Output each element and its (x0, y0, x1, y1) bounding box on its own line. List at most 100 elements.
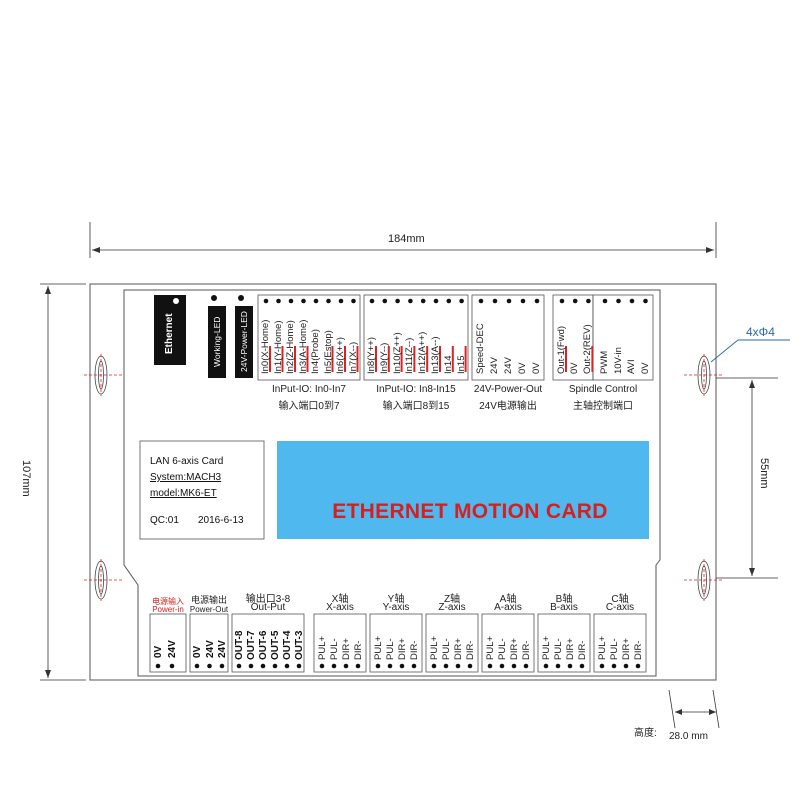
axis-pin-label: DIR+ (565, 638, 576, 660)
output-pin-dot (296, 663, 302, 669)
output-pin-label: OUT-4 (282, 630, 293, 660)
power-out-bottom-box (189, 613, 229, 673)
width-label: 184mm (388, 233, 425, 245)
axis-pin-label: PUL+ (429, 635, 440, 660)
input_low-pin-label: In6(X++) (335, 337, 346, 374)
a-axis-box (481, 613, 535, 673)
working-led-label: Working-LED (212, 316, 222, 368)
axis-pin-dot (499, 663, 505, 669)
power-in-cn: 电源输入 (152, 597, 184, 606)
axis-pin-dot (331, 663, 337, 669)
spindle-pin-label: Out-2(REV) (582, 324, 594, 374)
power-out-pin-dot (194, 663, 200, 669)
axis-pin-label: DIR- (353, 640, 364, 660)
axis-cn-label: A轴 (499, 594, 517, 605)
spindle-caption: Spindle Control (568, 384, 638, 395)
input_high-pin-label: In12(A++) (417, 331, 429, 374)
power-out-pin-dot (219, 663, 225, 669)
axis-pin-dot (399, 663, 405, 669)
axis-cn-label: Y轴 (387, 594, 405, 605)
component-outline (123, 289, 661, 677)
ethernet-label: Ethernet (164, 313, 175, 355)
input-high-caption-cn: 输入端口8到15 (382, 401, 450, 412)
power-in-pin-label: 24V (167, 640, 178, 658)
input_high-pin-label: In14 (442, 355, 454, 375)
info-line1: LAN 6-axis Card (150, 456, 224, 467)
input_low-pin-label: In7(X--) (347, 341, 359, 374)
axis-pin-label: DIR- (409, 640, 420, 660)
axis-pin-label: PUL+ (541, 635, 552, 660)
axis-pin-dot (523, 663, 529, 669)
input_high-pin-label: In9(Y--) (378, 342, 390, 374)
spindle-pin-dot (643, 298, 648, 304)
power-led-dot (238, 295, 244, 301)
axis-pin-dot (543, 663, 549, 669)
power-out-caption: 24V-Power-Out (473, 384, 543, 395)
input_low-pin-label: In5(Estop) (322, 330, 334, 374)
axis-en-label: Y-axis (382, 602, 410, 613)
spindle-pin-dot (629, 298, 635, 304)
spindle-pin-label: 10V-in (612, 347, 624, 374)
power_out-pin-label: 24V (503, 357, 514, 374)
spindle-pin-label: 0V (569, 362, 581, 374)
axis-pin-dot (511, 663, 517, 669)
thickness-label: 28.0 mm (669, 731, 708, 742)
power-out-box (471, 294, 545, 381)
axis-en-label: A-axis (494, 602, 522, 613)
axis-pin-dot (319, 663, 325, 669)
axis-pin-dot (623, 663, 629, 669)
axis-pin-label: PUL- (441, 638, 452, 660)
power_out-pin-dot (492, 298, 498, 304)
axis-pin-dot (455, 663, 461, 669)
input_low-pin-dot (301, 298, 306, 304)
spindle-pin-label: 0V (639, 362, 651, 374)
z-axis-box (425, 613, 479, 673)
axis-pin-dot (355, 663, 361, 669)
power_out-pin-label: 0V (531, 362, 542, 374)
c-axis-box (593, 613, 647, 673)
input-high-box (363, 294, 469, 381)
output-pin-label: OUT-7 (246, 630, 257, 660)
input-low-box (257, 294, 361, 381)
input_high-pin-label: In10(Z++) (391, 332, 403, 374)
axis-pin-dot (599, 663, 605, 669)
axis-pin-dot (635, 663, 641, 669)
spindle-pin-dot (572, 298, 578, 304)
power_out-pin-dot (506, 298, 512, 304)
output-pin-label: OUT-5 (270, 630, 281, 660)
axis-pin-label: PUL+ (597, 635, 608, 660)
info-qc: QC:01 (150, 515, 179, 526)
banner-bg (277, 441, 649, 539)
input_low-pin-dot (288, 298, 294, 304)
axis-cn-label: C轴 (611, 594, 629, 605)
power_out-pin-dot (478, 298, 484, 304)
input_low-pin-dot (351, 298, 356, 304)
hole-spacing-label: 55mm (758, 458, 770, 489)
thickness-caption: 高度: (634, 728, 657, 739)
axis-cn-label: Z轴 (443, 594, 461, 605)
holes-label: 4xΦ4 (746, 325, 775, 339)
axis-en-label: Z-axis (438, 602, 466, 613)
input_low-pin-dot (326, 298, 331, 304)
axis-pin-dot (487, 663, 493, 669)
axis-pin-dot (555, 663, 561, 669)
output-pin-dot (284, 663, 290, 669)
axis-pin-dot (567, 663, 573, 669)
x-axis-box (313, 613, 367, 673)
input_low-pin-dot (263, 298, 269, 304)
power-in-pin-dot (169, 663, 175, 669)
spindle-pin-label: AVI (626, 359, 637, 374)
input_high-pin-label: In8(Y++) (366, 337, 377, 374)
input_high-pin-dot (382, 298, 388, 304)
input_high-pin-dot (459, 298, 464, 304)
input_high-pin-label: In11(Z--) (404, 337, 416, 374)
power-out-bottom-cn: 电源输出 (190, 595, 227, 605)
banner-title: ETHERNET MOTION CARD (332, 500, 608, 523)
axis-en-label: B-axis (550, 602, 578, 613)
axis-pin-label: DIR+ (509, 638, 520, 660)
power-out-pin-dot (207, 663, 212, 669)
output-pin-dot (236, 663, 242, 669)
output-pin-dot (272, 663, 278, 669)
axis-pin-dot (579, 663, 585, 669)
